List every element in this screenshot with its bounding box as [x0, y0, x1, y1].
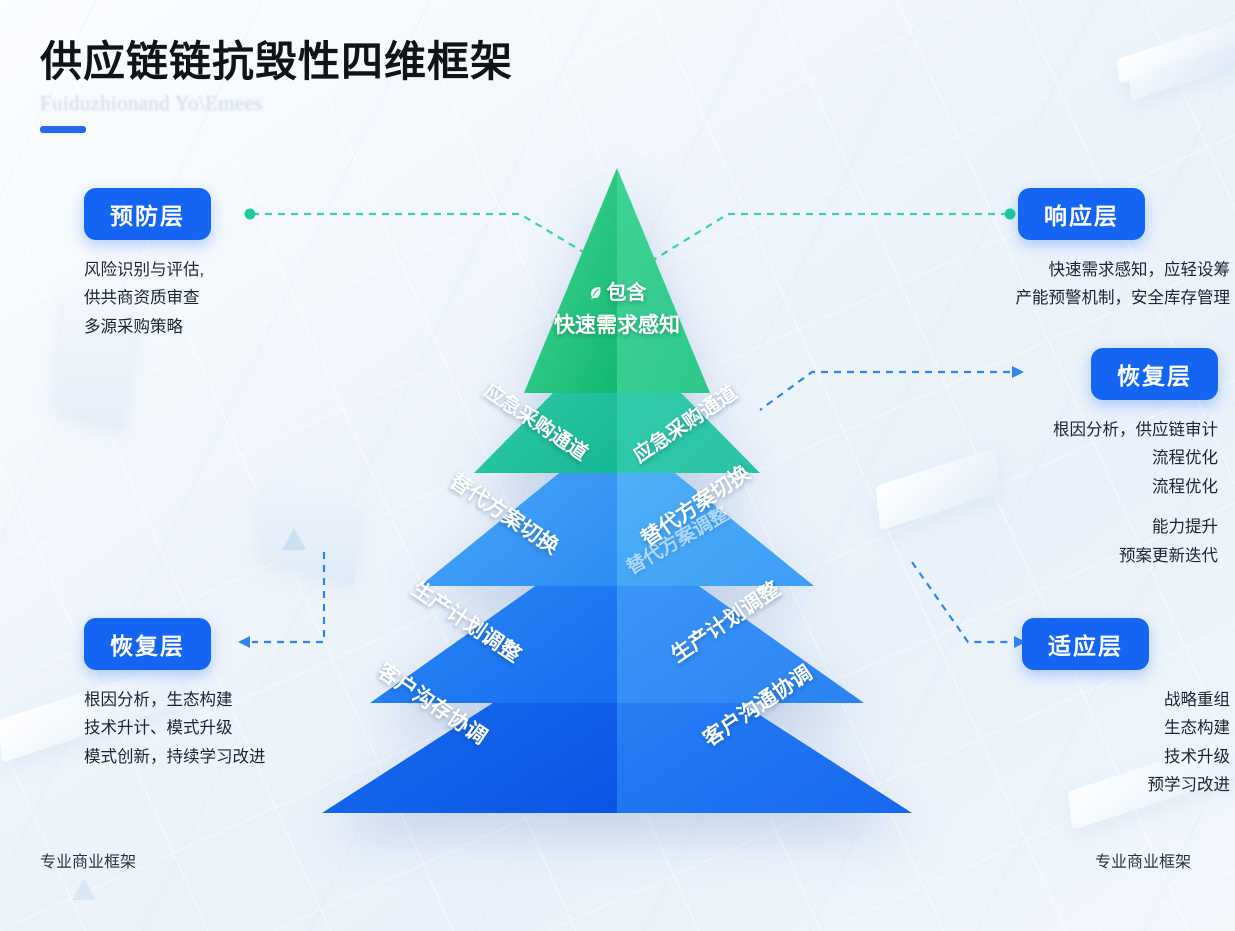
- desc-line: 根因分析，供应链审计: [1053, 421, 1218, 439]
- card-adapt-description: 战略重组 生态构建 技术升级 预学习改进: [912, 686, 1231, 800]
- desc-line: 根因分析，生态构建: [84, 691, 233, 709]
- header: 供应链链抗毁性四维框架 Fuiduzhionand Yo\Emees: [40, 38, 514, 134]
- desc-line: 模式创新，持续学习改进: [84, 747, 266, 766]
- card-adapt[interactable]: 适应层 战略重组 生态构建 技术升级 预学习改进: [1022, 618, 1230, 800]
- pyramid-apex-text: 包含 快速需求感知: [292, 276, 942, 339]
- badge-prevent[interactable]: 预防层: [84, 188, 211, 240]
- footer-left-text: 专业商业框架: [40, 854, 137, 871]
- page-title: 供应链链抗毁性四维框架: [40, 38, 514, 85]
- desc-line: 流程优化: [1152, 477, 1218, 496]
- badge-recover-right[interactable]: 恢复层: [1091, 348, 1218, 400]
- desc-line: 生态构建: [1164, 719, 1230, 738]
- card-prevent[interactable]: 预防层 风险识别与评估, 供共商资质审查 多源采购策略: [84, 188, 334, 341]
- decorative-triangle: [72, 878, 96, 900]
- desc-line: 流程优化: [1152, 449, 1218, 468]
- card-recover-left-description: 根因分析，生态构建 技术升计、模式升级 模式创新，持续学习改进: [84, 686, 374, 771]
- card-recover-right[interactable]: 恢复层 根因分析，供应链审计 流程优化 流程优化 能力提升 预案更新迭代: [930, 348, 1218, 570]
- desc-line: 多源采购策略: [84, 317, 183, 336]
- footer-right-text: 专业商业框架: [1094, 854, 1191, 871]
- desc-line: 快速需求感知，应轻设筹: [1048, 261, 1231, 279]
- apex-line1-text: 包含: [606, 282, 647, 304]
- badge-recover-left[interactable]: 恢复层: [84, 618, 211, 670]
- leaf-icon: [588, 283, 603, 300]
- accent-bar: [40, 126, 86, 134]
- desc-line: 产能预警机制，安全库存管理: [1015, 289, 1231, 308]
- page-subtitle: Fuiduzhionand Yo\Emees: [40, 91, 263, 116]
- desc-line: 预学习改进: [1147, 776, 1231, 795]
- card-respond[interactable]: 响应层 快速需求感知，应轻设筹 产能预警机制，安全库存管理: [1016, 188, 1230, 313]
- decorative-triangle: [282, 528, 306, 550]
- card-prevent-description: 风险识别与评估, 供共商资质审查 多源采购策略: [84, 256, 334, 341]
- desc-line: 预案更新迭代: [1119, 546, 1218, 565]
- desc-line: 战略重组: [1164, 691, 1230, 709]
- badge-respond[interactable]: 响应层: [1018, 188, 1145, 240]
- card-recover-right-description: 根因分析，供应链审计 流程优化 流程优化 能力提升 预案更新迭代: [820, 416, 1218, 570]
- card-respond-description: 快速需求感知，应轻设筹 产能预警机制，安全库存管理: [918, 256, 1231, 313]
- badge-adapt[interactable]: 适应层: [1022, 618, 1149, 670]
- desc-line: 技术升计、模式升级: [84, 719, 233, 738]
- card-recover-left[interactable]: 恢复层 根因分析，生态构建 技术升计、模式升级 模式创新，持续学习改进: [84, 618, 374, 771]
- desc-line: 技术升级: [1164, 747, 1230, 766]
- pyramid-shape: [322, 168, 912, 813]
- apex-line2-text: 快速需求感知: [554, 314, 680, 337]
- pyramid-diagram: 包含 快速需求感知 应急采购通道 应急采购通道 替代方案切换 替代方案切换 替代…: [292, 168, 942, 813]
- desc-line: 能力提升: [1152, 518, 1218, 537]
- desc-line: 供共商资质审查: [84, 289, 200, 308]
- desc-line: 风险识别与评估,: [84, 261, 205, 279]
